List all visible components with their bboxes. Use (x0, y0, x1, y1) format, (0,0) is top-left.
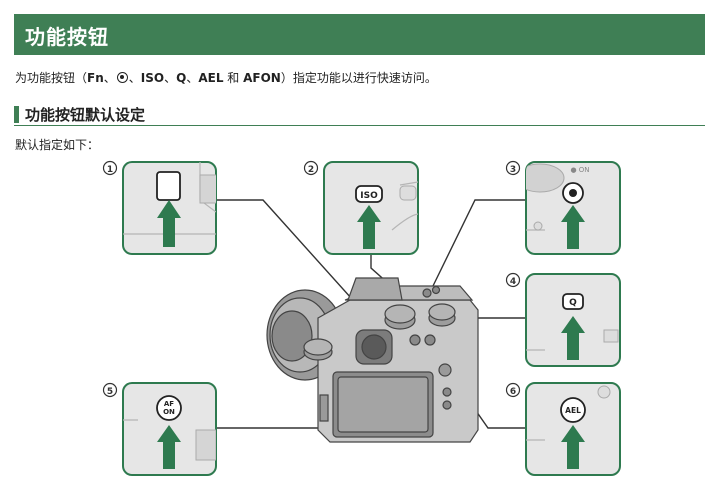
callout-number-1: 1 (107, 165, 113, 175)
on-label: ● ON (570, 166, 589, 174)
callout-number-6: 6 (510, 387, 516, 397)
afon-button-text-top: AF (164, 400, 174, 408)
page-title: 功能按钮 (25, 25, 109, 49)
arrow-up-icon (357, 205, 381, 249)
afon-label: AFON (243, 71, 281, 85)
arrow-up-icon (561, 316, 585, 360)
section-heading: 功能按钮默认设定 (14, 104, 705, 126)
q-button-icon (562, 293, 584, 310)
callout-number-5: 5 (107, 387, 113, 397)
arrow-up-icon (561, 205, 585, 249)
q-label: Q (176, 71, 187, 85)
leader-line-1 (216, 199, 388, 339)
defaults-label: 默认指定如下： (15, 138, 100, 152)
callout-3: 3 ● ON (505, 160, 621, 255)
arrow-up-icon (561, 425, 585, 469)
section-title: 功能按钮默认设定 (25, 106, 146, 124)
callout-number-4: 4 (510, 277, 516, 287)
callout-number-2: 2 (308, 165, 314, 175)
iso-button-icon (355, 185, 383, 203)
leader-line-3 (431, 199, 526, 289)
ael-button-icon (560, 397, 586, 423)
intro-text: 为功能按钮（Fn、、ISO、Q、AEL 和 AFON）指定功能以进行快速访问。 (15, 71, 437, 85)
record-dot-icon (116, 72, 128, 83)
camera-body (266, 277, 479, 443)
iso-label: ISO (140, 71, 165, 85)
callout-5: 5 AF ON (102, 382, 217, 476)
callout-4: 4 Q (505, 272, 621, 367)
ael-button-text: AEL (565, 406, 581, 415)
q-button-text: Q (569, 298, 577, 308)
fn-button-icon (156, 171, 181, 201)
iso-button-text: ISO (360, 191, 378, 201)
fn-label: Fn (87, 71, 104, 85)
arrow-up-icon (157, 425, 181, 469)
afon-button-text-bottom: ON (163, 408, 175, 416)
ael-label: AEL (198, 71, 224, 85)
callout-2: 2 ISO (303, 160, 419, 255)
arrow-up-icon (157, 200, 181, 247)
callout-number-3: 3 (510, 165, 516, 175)
section-accent-bar (14, 106, 19, 123)
title-bar: 功能按钮 (14, 14, 705, 55)
callout-1: 1 (102, 160, 217, 255)
afon-button-icon (156, 395, 182, 421)
callout-6: 6 AEL (505, 382, 621, 476)
